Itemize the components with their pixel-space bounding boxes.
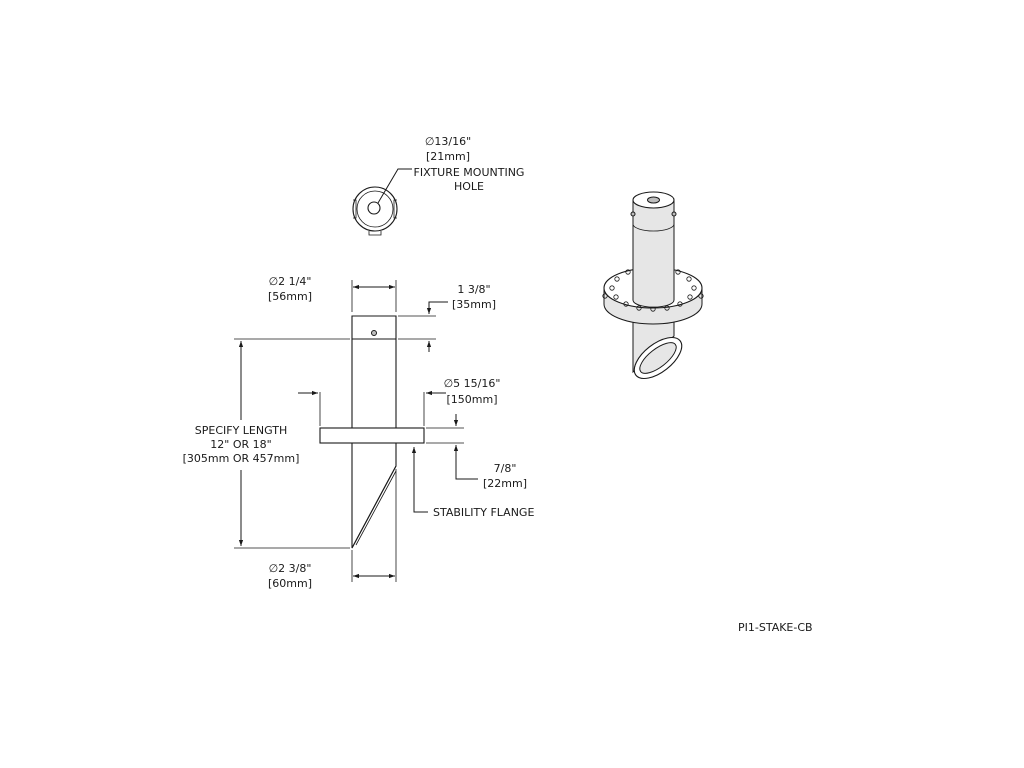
hole-diameter-mm-label: [21mm] xyxy=(426,150,470,163)
flange-diameter-label: ∅5 15/16" xyxy=(444,377,501,390)
iso-upper-tube xyxy=(632,199,675,308)
iso-collar-line xyxy=(632,223,675,232)
thickness-arrow-bottom xyxy=(453,445,478,480)
hole-leader-line xyxy=(377,168,412,204)
tube-diameter-label: ∅2 1/4" xyxy=(269,275,312,288)
isometric-view xyxy=(602,191,704,380)
stake-cut-face xyxy=(351,465,397,549)
tube-diameter-mm-label: [56mm] xyxy=(268,290,312,303)
top-view-mounting-hole xyxy=(367,201,381,215)
top-offset-label: 1 3/8" xyxy=(457,283,490,296)
flange-leader-line xyxy=(411,447,428,513)
part-number: PI1-STAKE-CB xyxy=(738,621,813,634)
top-view: ∅13/16" [21mm] FIXTURE MOUNTING HOLE xyxy=(352,135,525,236)
hole-label-line2: HOLE xyxy=(454,180,484,193)
top-offset-mm-label: [35mm] xyxy=(452,298,496,311)
flange-diameter-mm-label: [150mm] xyxy=(446,393,497,406)
top-view-bottom-tab xyxy=(368,231,382,236)
set-screw xyxy=(371,330,377,336)
flange-thickness-label: 7/8" xyxy=(494,462,517,475)
iso-bevel-inner xyxy=(639,342,677,374)
iso-tube-hole xyxy=(647,196,660,204)
top-view-right-notch xyxy=(393,199,397,219)
length-label-line1: SPECIFY LENGTH xyxy=(195,424,287,437)
offset-leader-top xyxy=(426,301,448,314)
bottom-diameter-mm-label: [60mm] xyxy=(268,577,312,590)
hole-label-line1: FIXTURE MOUNTING xyxy=(414,166,525,179)
top-view-left-notch xyxy=(353,199,357,219)
side-view: ∅2 1/4" [56mm] 1 3/8" [35mm] ∅5 15/16" [… xyxy=(183,275,535,590)
stake-cut-edge xyxy=(355,470,397,546)
iso-set-screw-left xyxy=(630,211,636,217)
length-label-line2: 12" OR 18" xyxy=(210,438,271,451)
stability-flange-label: STABILITY FLANGE xyxy=(433,506,534,519)
bottom-diameter-label: ∅2 3/8" xyxy=(269,562,312,575)
iso-flange-holes xyxy=(602,269,704,312)
iso-set-screw-right xyxy=(671,211,677,217)
length-label-line3: [305mm OR 457mm] xyxy=(183,452,300,465)
flange-thickness-mm-label: [22mm] xyxy=(483,477,527,490)
hole-diameter-label: ∅13/16" xyxy=(425,135,471,148)
stability-flange xyxy=(319,427,425,444)
top-view-inner-ring xyxy=(356,190,394,228)
